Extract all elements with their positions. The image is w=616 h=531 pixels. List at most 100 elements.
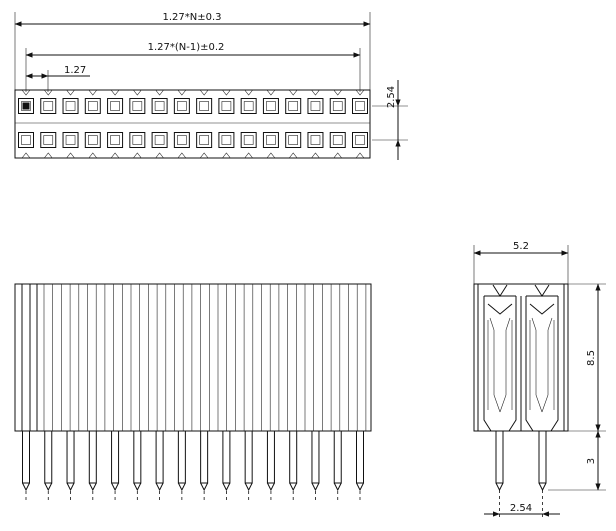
top-pin-cavity (151, 98, 168, 114)
front-pin-tip (111, 482, 120, 492)
top-pin-cavity (240, 132, 257, 148)
top-pin-hole (154, 135, 165, 145)
front-pin (88, 430, 97, 484)
top-pin-hole (199, 135, 209, 145)
top-pin-hole (332, 101, 343, 111)
front-pin-tip (266, 482, 275, 492)
front-pin-tip (244, 482, 253, 492)
bottom-edge-notch (288, 152, 298, 159)
top-pin-hole (177, 135, 187, 145)
top-pin-hole (332, 135, 343, 145)
top-pin-hole (310, 135, 321, 145)
side-view: 5.2 8.5 (473, 241, 606, 518)
top-pin-cavity (40, 132, 57, 148)
top-pin-cavity (151, 132, 168, 148)
top-pin-hole (88, 135, 98, 145)
front-pin (111, 430, 120, 484)
top-pin-cavity (329, 98, 346, 114)
top-pin-cavity (262, 98, 279, 114)
height-dimension-label: 8.5 (586, 350, 597, 366)
bottom-edge-notch (222, 152, 231, 159)
top-pin-cavity (129, 132, 146, 148)
top-edge-notch (177, 89, 187, 96)
front-pin (22, 430, 30, 484)
front-pin-tip (66, 482, 75, 492)
front-pin-tip (155, 482, 164, 492)
top-pin-hole (310, 101, 321, 111)
front-pin-tip (22, 482, 30, 492)
top-pin-cavity (18, 132, 34, 148)
front-pin (333, 430, 342, 484)
top-edge-notch (266, 89, 276, 96)
top-edge-notch (199, 89, 209, 96)
top-pin-cavity (62, 98, 79, 114)
top-pin-cavity (40, 98, 57, 114)
top-pin-cavity (107, 98, 124, 114)
pitch-dimension-label: 1.27 (64, 65, 86, 76)
bottom-edge-notch (21, 152, 31, 159)
bottom-edge-notch (199, 152, 209, 159)
pitch-span-dimension-label: 1.27*(N-1)±0.2 (148, 42, 225, 53)
front-pin (356, 430, 364, 484)
top-pin-hole (243, 135, 254, 145)
top-pin-hole (177, 101, 187, 111)
top-pin-cavity (196, 132, 213, 148)
top-pin-hole (132, 101, 143, 111)
right-contact (525, 284, 559, 432)
bottom-edge-notch (311, 152, 320, 159)
bottom-edge-notch (355, 152, 365, 159)
row-spacing-dimension-label: 2.54 (386, 86, 397, 108)
overall-dimension-label: 1.27*N±0.3 (162, 12, 221, 23)
top-pin-cavity (262, 132, 279, 148)
top-pin-hole (110, 101, 120, 111)
top-edge-notch (222, 89, 231, 96)
top-pin-hole (355, 101, 365, 111)
top-pin-hole (21, 135, 31, 145)
top-pin-hole (21, 101, 31, 111)
bottom-edge-notch (155, 152, 164, 159)
top-pin-cavity (285, 132, 302, 148)
top-pin-cavity (196, 98, 213, 114)
top-edge-notch (311, 89, 320, 96)
front-view (14, 283, 372, 502)
front-pin-tip (289, 482, 298, 492)
top-pin-hole (110, 135, 120, 145)
top-pin-cavity (84, 98, 101, 114)
bottom-edge-notch (333, 152, 342, 159)
top-pin-cavity (307, 132, 324, 148)
pin-length-dimension-label: 3 (586, 458, 597, 464)
front-pin-tip (44, 482, 53, 492)
top-pin-hole (243, 101, 254, 111)
bottom-edge-notch (44, 152, 53, 159)
top-pin-cavity (218, 98, 235, 114)
front-pins (22, 430, 364, 502)
front-pin (200, 430, 209, 484)
top-pin-cavity (18, 98, 34, 114)
front-pin-tip (311, 482, 320, 492)
width-dimension-label: 5.2 (513, 241, 529, 252)
top-pin-cavity (84, 132, 101, 148)
pin-1-marker (22, 102, 30, 110)
top-edge-notch (244, 89, 253, 96)
front-pin-tip (177, 482, 186, 492)
top-pin-hole (43, 135, 54, 145)
bottom-edge-notch (110, 152, 120, 159)
top-edge-notch (110, 89, 120, 96)
front-pin (289, 430, 298, 484)
top-pin-hole (266, 135, 276, 145)
front-pin (311, 430, 320, 484)
side-right-pin (538, 430, 547, 484)
top-pin-hole (288, 101, 299, 111)
top-pin-hole (65, 101, 76, 111)
top-view: 1.27*N±0.3 1.27*(N-1)±0.2 1.27 2.54 (14, 12, 408, 160)
bottom-edge-notch (266, 152, 276, 159)
top-edge-notch (133, 89, 142, 96)
top-pin-cavity (285, 98, 302, 114)
front-pin-tip (356, 482, 364, 492)
top-pin-cavity (218, 132, 235, 148)
top-pin-cavity (352, 98, 368, 114)
top-pin-cavity (129, 98, 146, 114)
top-pin-grid (15, 89, 370, 159)
top-pin-hole (221, 135, 232, 145)
